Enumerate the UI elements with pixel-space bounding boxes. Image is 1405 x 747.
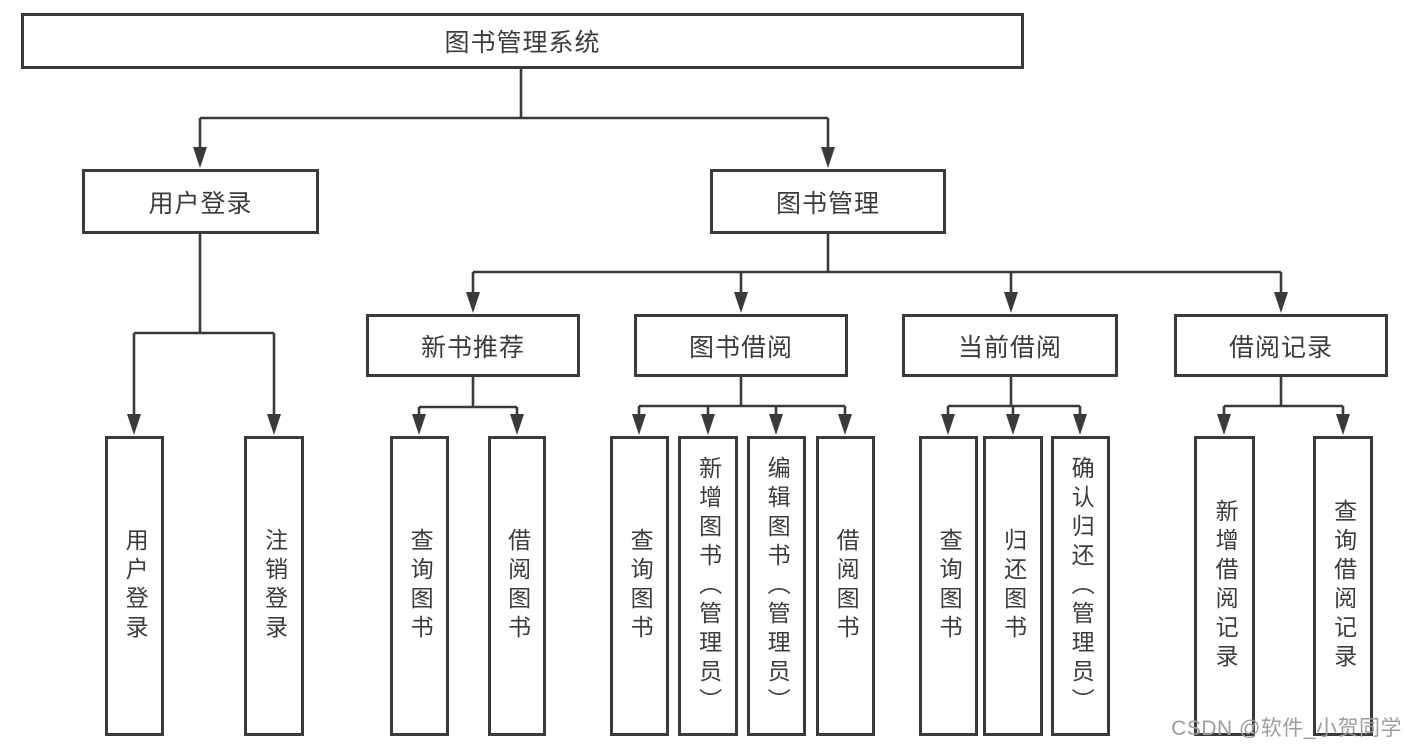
- node-label: 借阅图书: [504, 528, 531, 644]
- node-label: 新增图书（管理员）: [695, 455, 722, 717]
- node-label: 确认归还（管理员）: [1068, 455, 1095, 717]
- leaf-recommend-query-books: 查询图书: [390, 436, 449, 736]
- leaf-borrow-query-books: 查询图书: [610, 436, 669, 736]
- node-label: 注销登录: [261, 528, 288, 644]
- node-label: 用户登录: [122, 528, 149, 644]
- leaf-edit-books-admin: 编辑图书（管理员）: [747, 436, 806, 736]
- node-label: 当前借阅: [957, 333, 1062, 362]
- watermark: CSDN @软件_小贺同学: [1171, 717, 1402, 740]
- node-label: 编辑图书（管理员）: [764, 455, 791, 717]
- leaf-recommend-borrow-books: 借阅图书: [488, 436, 546, 736]
- arrowhead-icons: [127, 147, 1350, 435]
- node-user-login: 用户登录: [82, 169, 319, 234]
- node-label: 归还图书: [1000, 528, 1027, 644]
- leaf-current-query-books: 查询图书: [919, 436, 978, 736]
- node-label: 借阅图书: [833, 528, 860, 644]
- leaf-user-login: 用户登录: [105, 436, 164, 736]
- node-label: 新书推荐: [420, 333, 525, 362]
- node-current-borrow: 当前借阅: [902, 314, 1118, 377]
- node-label: 图书管理: [775, 189, 880, 218]
- node-label: 查询借阅记录: [1330, 499, 1357, 673]
- leaf-add-books-admin: 新增图书（管理员）: [678, 436, 738, 736]
- leaf-query-borrow-record: 查询借阅记录: [1313, 436, 1373, 736]
- node-label: 查询图书: [936, 528, 963, 644]
- leaf-return-books: 归还图书: [983, 436, 1043, 736]
- node-label: 借阅记录: [1228, 333, 1333, 362]
- node-label: 查询图书: [407, 528, 434, 644]
- leaf-borrow-books: 借阅图书: [816, 436, 875, 736]
- node-label: 新增借阅记录: [1212, 499, 1239, 673]
- node-library-management-system: 图书管理系统: [21, 13, 1024, 69]
- node-label: 查询图书: [627, 528, 654, 644]
- leaf-confirm-return-admin: 确认归还（管理员）: [1051, 436, 1110, 736]
- node-new-book-recommend: 新书推荐: [366, 314, 580, 377]
- node-borrow-records: 借阅记录: [1174, 314, 1388, 377]
- leaf-add-borrow-record: 新增借阅记录: [1194, 436, 1255, 736]
- node-label: 用户登录: [148, 189, 253, 218]
- node-book-borrow: 图书借阅: [634, 314, 848, 377]
- node-book-management: 图书管理: [710, 169, 946, 234]
- leaf-logout: 注销登录: [244, 436, 304, 736]
- node-label: 图书管理系统: [444, 29, 601, 57]
- node-label: 图书借阅: [688, 333, 793, 362]
